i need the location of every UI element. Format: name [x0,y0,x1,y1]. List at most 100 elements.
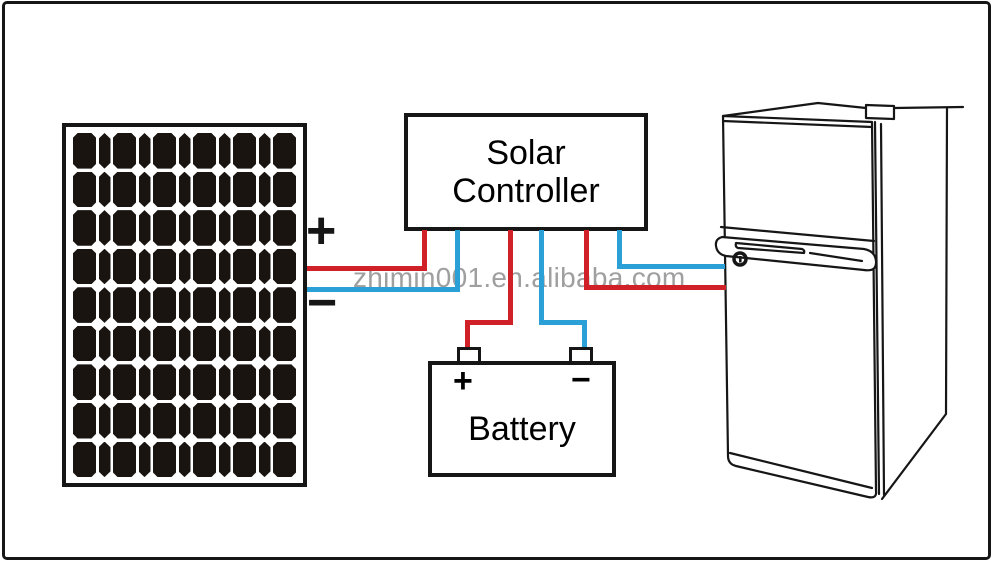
solar-cell [258,441,271,478]
solar-cell [218,402,231,439]
solar-cell [98,171,111,208]
solar-cell [153,402,176,439]
solar-cell [113,287,136,323]
solar-cell [258,364,271,400]
solar-cell-row [73,171,296,208]
solar-cell [218,325,231,362]
solar-cell [113,133,136,169]
solar-cell [273,133,296,169]
solar-cell [73,248,96,285]
wire-panel-negative-horizontal [307,287,460,292]
fridge-top-back-edge [721,101,868,118]
wire-battery-positive-horizontal [465,320,513,325]
solar-cell [218,364,231,400]
solar-cell [218,248,231,285]
solar-cell [218,171,231,208]
fridge-base-line [728,451,874,490]
solar-cell [138,325,151,362]
solar-cell [178,248,191,285]
solar-cell [218,441,231,478]
solar-cell [218,210,231,246]
solar-cell [98,133,111,169]
solar-cell-row [73,325,296,362]
solar-cell [273,287,296,323]
solar-cell [138,402,151,439]
solar-cell [258,402,271,439]
solar-cell-row [73,248,296,285]
solar-cell [233,210,256,246]
solar-cell [98,325,111,362]
solar-cell [113,402,136,439]
wire-battery-positive-drop [465,320,470,351]
wire-panel-positive-vertical [422,230,427,271]
solar-cell [178,133,191,169]
solar-cell [233,171,256,208]
solar-cell [73,210,96,246]
solar-cell [73,133,96,169]
solar-cell [273,441,296,478]
wire-panel-positive-horizontal [307,266,427,271]
solar-cell [73,402,96,439]
solar-cell [113,248,136,285]
solar-cell [98,402,111,439]
wire-fridge-positive-vertical [584,230,589,290]
fridge-side-edge [880,106,949,501]
solar-cell [98,210,111,246]
solar-cell-grid [73,133,296,478]
solar-cell [193,248,216,285]
solar-cell [233,248,256,285]
solar-cell-row [73,364,296,400]
solar-cell [193,210,216,246]
battery-negative-label: − [571,361,591,399]
solar-cell-row [73,287,296,323]
fridge-door-gap-line2 [879,122,886,497]
solar-cell [113,364,136,400]
solar-cell [218,133,231,169]
solar-cell [98,441,111,478]
solar-cell [233,287,256,323]
fridge-handle-slot [734,241,806,255]
solar-cell [153,364,176,400]
solar-cell [113,171,136,208]
fridge-top-right-edge [892,105,965,110]
solar-cell [153,171,176,208]
wire-fridge-positive-horizontal [584,285,726,290]
solar-cell [153,248,176,285]
fridge-handle-line [808,251,864,263]
solar-cell [178,402,191,439]
solar-cell [138,248,151,285]
solar-cell [273,248,296,285]
panel-negative-label: − [307,274,338,332]
controller-label-line1: Solar [486,134,566,172]
solar-cell [138,364,151,400]
solar-cell [273,325,296,362]
solar-cell [138,210,151,246]
solar-cell [273,364,296,400]
fridge-door-top-line [721,119,874,129]
panel-positive-label: + [306,202,337,260]
solar-cell [258,287,271,323]
solar-cell [273,402,296,439]
solar-cell [193,325,216,362]
solar-cell [218,287,231,323]
solar-cell [258,248,271,285]
solar-cell [233,325,256,362]
solar-cell [233,133,256,169]
solar-cell [73,441,96,478]
solar-cell [138,133,151,169]
solar-cell [73,325,96,362]
solar-cell-row [73,133,296,169]
fridge-lock-icon [732,251,748,267]
solar-cell [178,325,191,362]
solar-cell [113,325,136,362]
solar-cell [138,171,151,208]
solar-cell [258,133,271,169]
solar-cell [153,210,176,246]
solar-cell [98,248,111,285]
fridge-hinge [864,103,896,121]
solar-cell [113,441,136,478]
solar-controller-box: Solar Controller [404,113,648,231]
battery-box [428,361,616,477]
wire-battery-positive-vertical [508,230,513,325]
